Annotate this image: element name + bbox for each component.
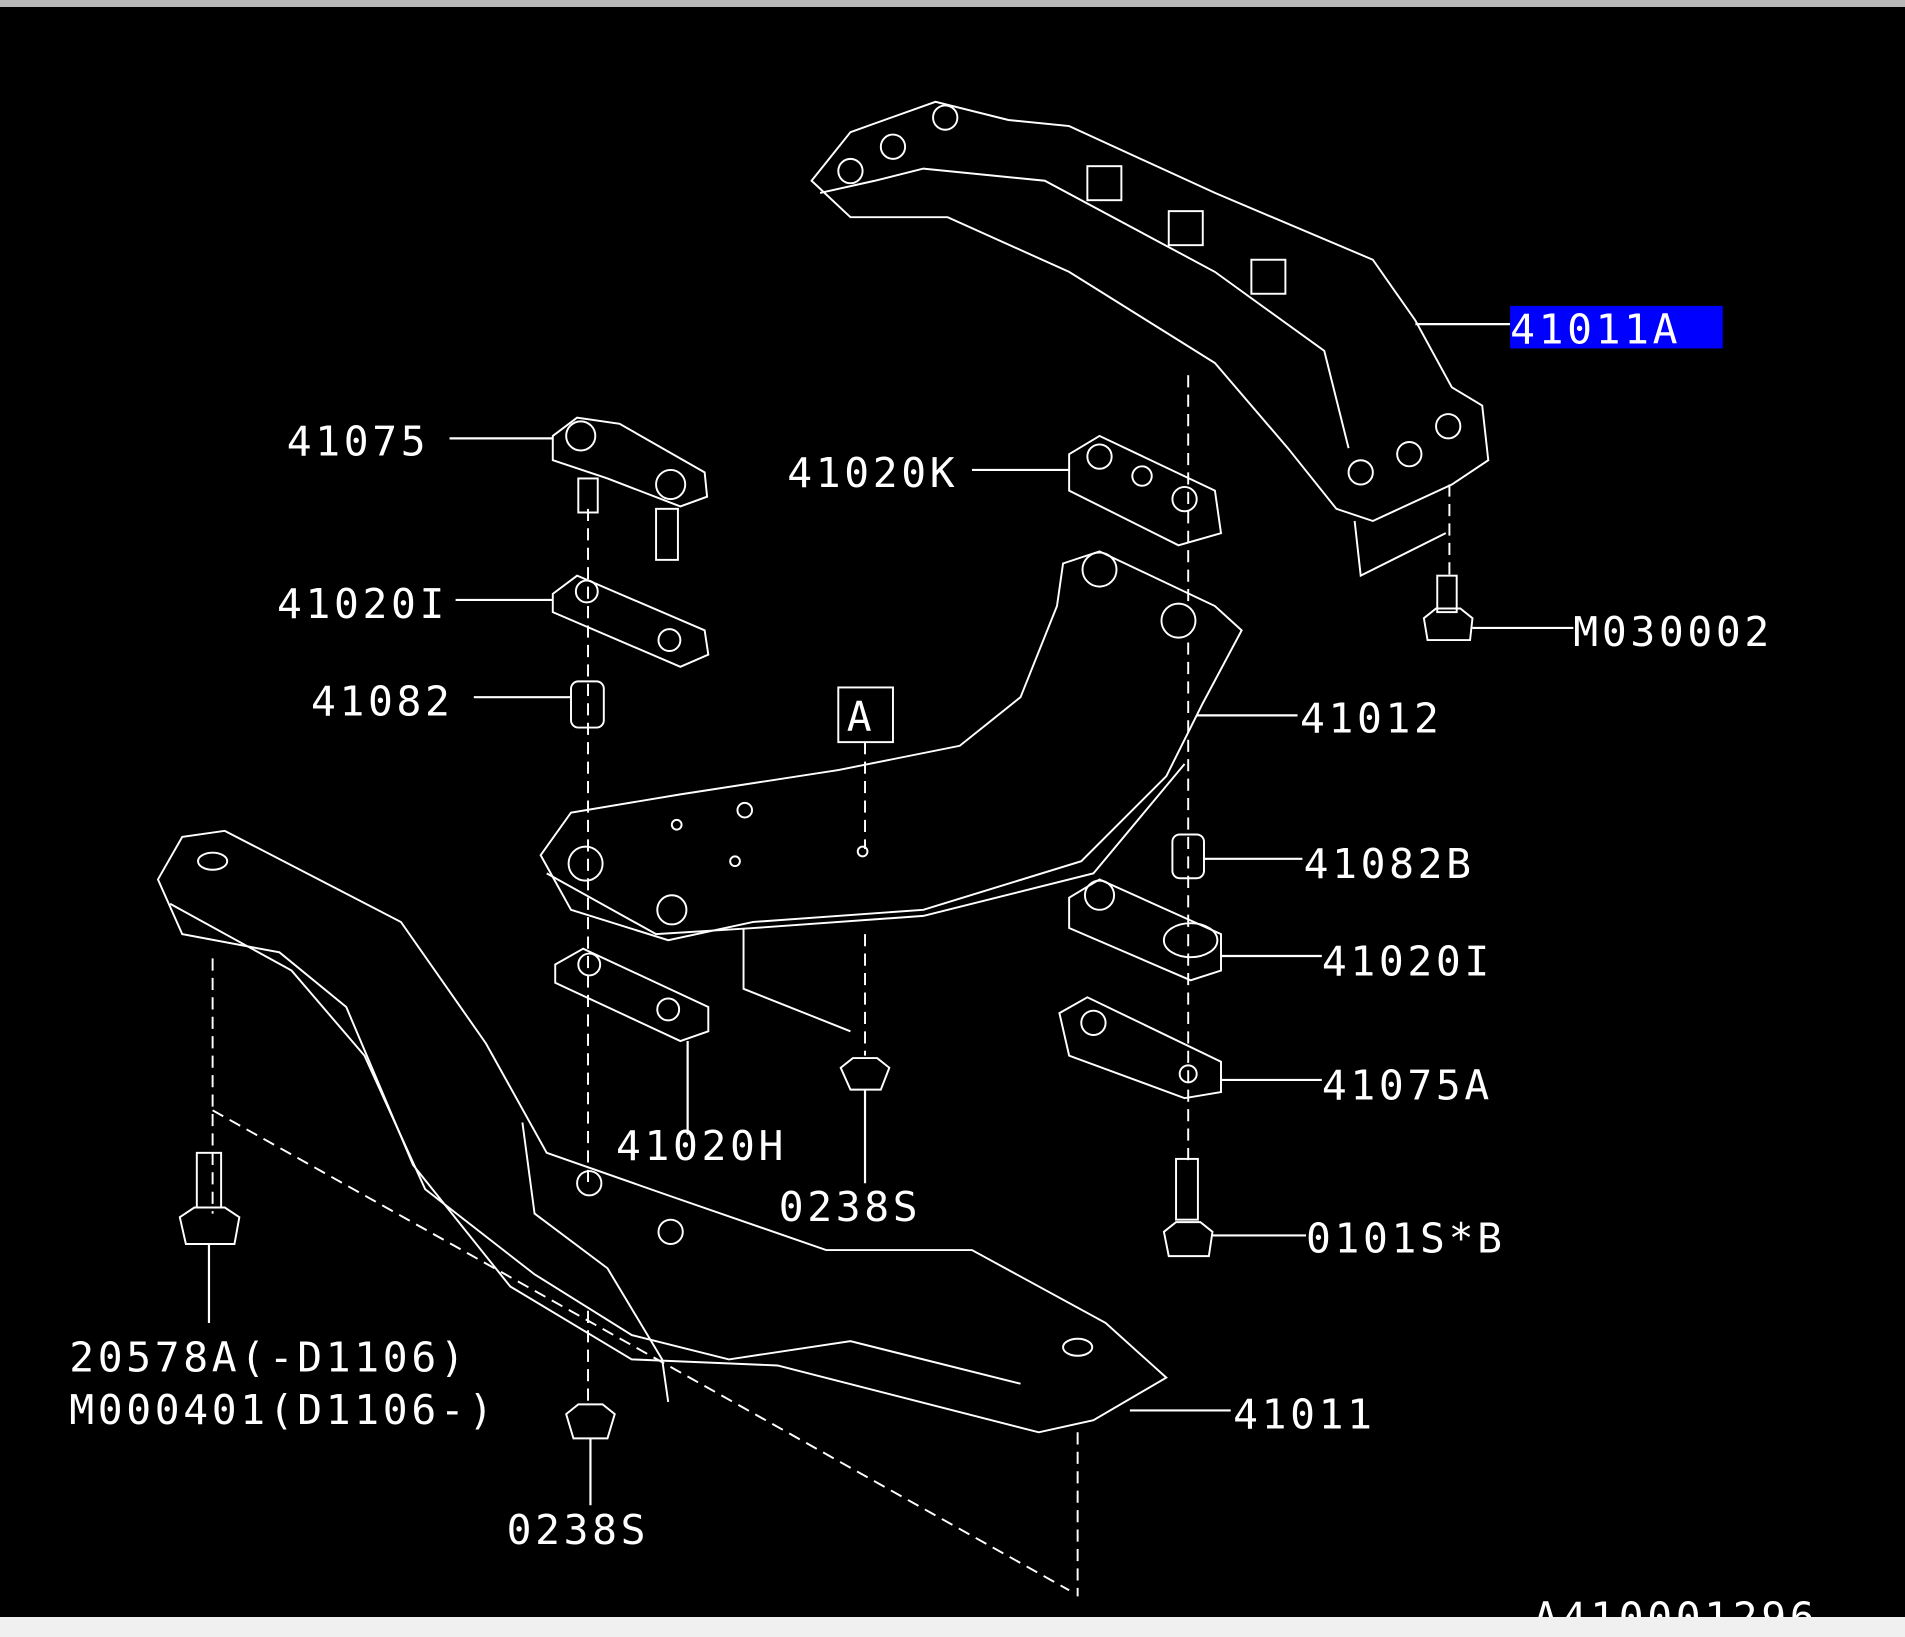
part-41011-crossmember[interactable]: [156, 829, 1168, 1597]
callout-41082[interactable]: 41082: [311, 677, 454, 725]
bolt-0101S-B[interactable]: [1162, 1157, 1214, 1258]
part-41020H-plate[interactable]: [554, 947, 710, 1043]
part-41082-collar[interactable]: [570, 680, 605, 729]
callout-M000401[interactable]: M000401(D1106-): [69, 1386, 497, 1434]
parts-diagram-canvas: A: [0, 7, 1905, 1617]
callout-41075A[interactable]: 41075A: [1322, 1061, 1493, 1109]
callout-41020K[interactable]: 41020K: [787, 449, 958, 497]
callout-41020I-right[interactable]: 41020I: [1322, 937, 1493, 985]
part-41012-crossmember[interactable]: [539, 550, 1243, 1033]
window-top-border: [0, 0, 1905, 7]
callout-41012[interactable]: 41012: [1300, 694, 1443, 742]
bolt-M030002[interactable]: [1422, 574, 1474, 642]
part-41075-bracket[interactable]: [551, 416, 709, 561]
leader-lines: [207, 323, 1574, 1506]
callout-20578A[interactable]: 20578A(-D1106): [69, 1334, 468, 1382]
part-41020I-left-plate[interactable]: [551, 574, 710, 668]
figure-id: A410001296: [1533, 1594, 1818, 1617]
callout-41020I-left[interactable]: 41020I: [277, 580, 448, 628]
nut-0238S-center[interactable]: [839, 1057, 891, 1091]
callout-0101S-B[interactable]: 0101S*B: [1306, 1214, 1506, 1262]
callout-41075[interactable]: 41075: [287, 417, 430, 465]
callout-0238S-center[interactable]: 0238S: [779, 1183, 922, 1231]
part-41075A-bracket[interactable]: [1058, 996, 1222, 1100]
parts-diagram: A: [69, 100, 1818, 1617]
callout-41082B[interactable]: 41082B: [1304, 840, 1475, 888]
svg-text:A: A: [847, 693, 876, 741]
nut-0238S-bottom[interactable]: [565, 1403, 616, 1440]
part-41020K-cushion[interactable]: [1068, 434, 1223, 547]
part-41020I-right-plate[interactable]: [1068, 878, 1222, 982]
selected-label-highlight: [1510, 305, 1723, 349]
view-marker-A[interactable]: A: [837, 686, 894, 744]
callout-41011[interactable]: 41011: [1233, 1391, 1376, 1439]
part-41011A-crossmember[interactable]: [810, 100, 1490, 578]
callout-0238S-bottom[interactable]: 0238S: [507, 1506, 650, 1554]
callout-M030002[interactable]: M030002: [1573, 608, 1773, 656]
bolt-20578A[interactable]: [178, 1151, 241, 1245]
callout-41020H[interactable]: 41020H: [616, 1122, 787, 1170]
callout-41011A[interactable]: 41011A: [1510, 306, 1681, 354]
part-41082B-collar[interactable]: [1171, 833, 1205, 880]
